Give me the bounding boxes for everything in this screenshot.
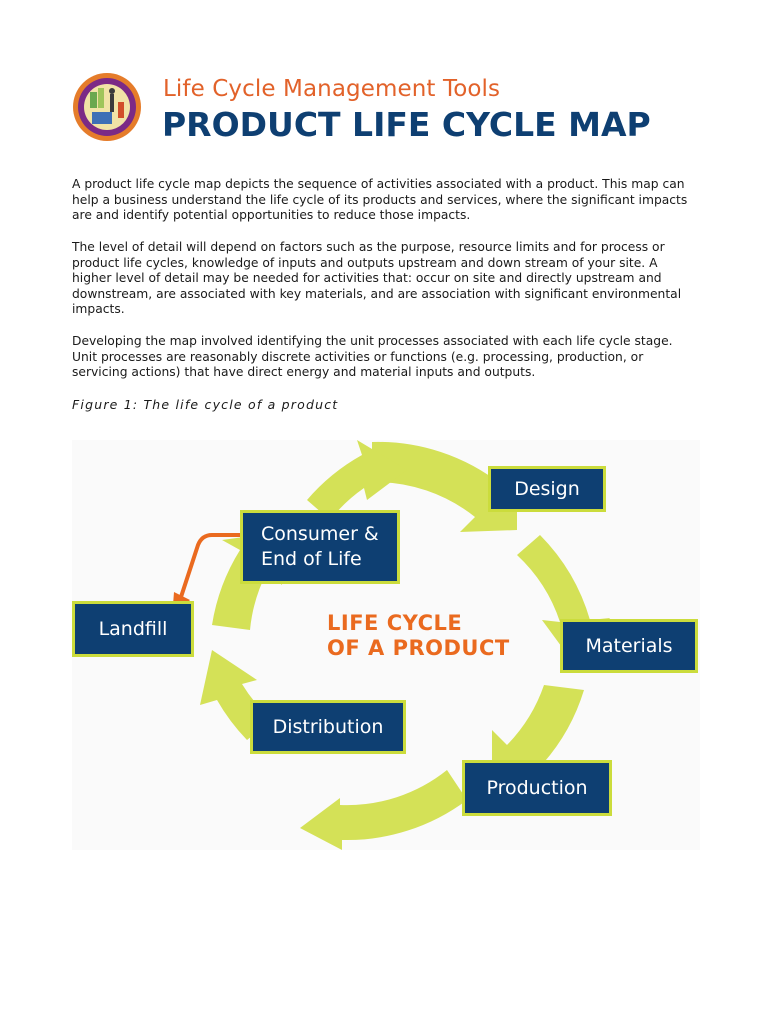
- stage-landfill: Landfill: [72, 601, 194, 657]
- stage-consumer-line2: End of Life: [261, 548, 362, 570]
- stage-distribution: Distribution: [250, 700, 406, 754]
- diagram-center-label: LIFE CYCLE OF A PRODUCT: [327, 611, 510, 661]
- intro-paragraph: A product life cycle map depicts the seq…: [72, 177, 688, 223]
- stage-consumer-end-of-life: Consumer & End of Life: [240, 510, 400, 584]
- stage-design: Design: [488, 466, 606, 512]
- life-cycle-diagram: Design Materials Production Distribution…: [72, 440, 700, 850]
- center-label-line2: OF A PRODUCT: [327, 636, 510, 660]
- stage-consumer-line1: Consumer &: [261, 523, 379, 546]
- figure-caption: Figure 1: The life cycle of a product: [72, 397, 339, 412]
- detail-paragraph: The level of detail will depend on facto…: [72, 240, 682, 317]
- unit-process-paragraph: Developing the map involved identifying …: [72, 334, 673, 380]
- life-cycle-logo-icon: [72, 72, 142, 142]
- page-title: PRODUCT LIFE CYCLE MAP: [162, 105, 651, 144]
- stage-materials: Materials: [560, 619, 698, 673]
- header-subtitle: Life Cycle Management Tools: [163, 76, 501, 102]
- center-label-line1: LIFE CYCLE: [327, 611, 463, 635]
- stage-production: Production: [462, 760, 612, 816]
